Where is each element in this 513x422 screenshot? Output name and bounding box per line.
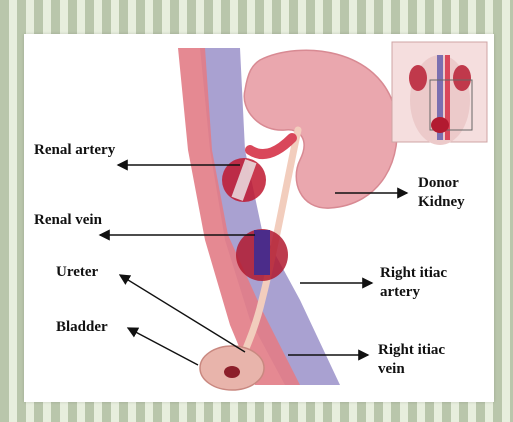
label-donor-kidney-line1: Donor bbox=[418, 174, 465, 193]
label-bladder: Bladder bbox=[56, 318, 108, 337]
label-donor-kidney-line2: Kidney bbox=[418, 193, 465, 212]
renal-artery-vessel bbox=[250, 138, 292, 154]
label-right-iliac-artery: Right itiac artery bbox=[380, 264, 447, 302]
label-renal-vein: Renal vein bbox=[34, 211, 102, 230]
label-renal-artery: Renal artery bbox=[34, 141, 115, 160]
label-right-iliac-vein: Right itiac vein bbox=[378, 341, 445, 379]
renal-vein-vessel bbox=[254, 230, 270, 275]
label-ureter: Ureter bbox=[56, 263, 98, 282]
label-right-iliac-vein-line2: vein bbox=[378, 360, 445, 379]
label-right-iliac-artery-line2: artery bbox=[380, 283, 447, 302]
label-right-iliac-artery-line1: Right itiac bbox=[380, 264, 447, 283]
label-donor-kidney: Donor Kidney bbox=[418, 174, 465, 212]
label-right-iliac-vein-line1: Right itiac bbox=[378, 341, 445, 360]
arrow-bladder bbox=[128, 328, 198, 365]
donor-kidney-shape bbox=[244, 50, 397, 208]
